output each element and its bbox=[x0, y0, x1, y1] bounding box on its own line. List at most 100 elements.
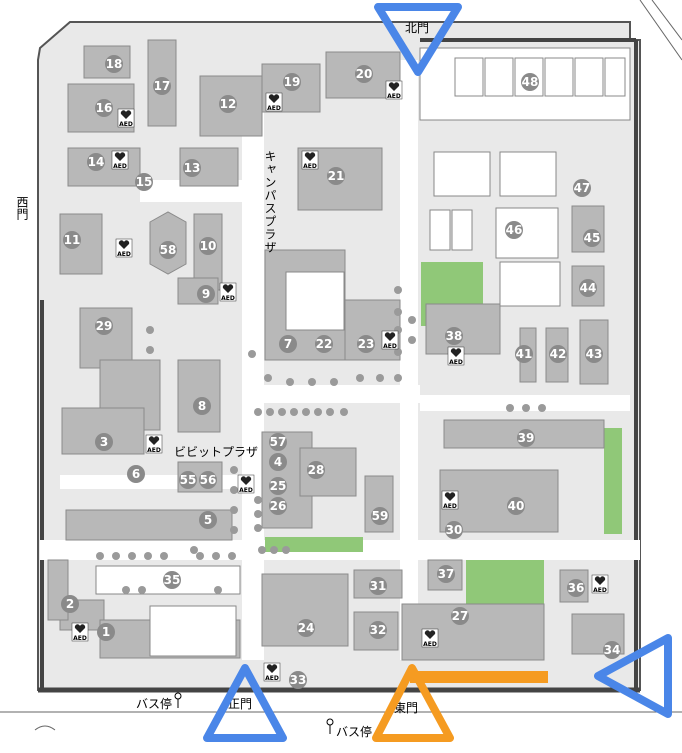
building-17[interactable]: 17 bbox=[153, 77, 171, 95]
building-27[interactable]: 27 bbox=[451, 607, 469, 625]
building-46[interactable]: 46 bbox=[505, 221, 523, 239]
building-number-label: 43 bbox=[586, 347, 603, 361]
building-40[interactable]: 40 bbox=[507, 497, 525, 515]
building-59[interactable]: 59 bbox=[371, 507, 389, 525]
east-gate-triangle-icon[interactable] bbox=[372, 664, 454, 742]
building-34[interactable]: 34 bbox=[603, 641, 621, 659]
building-13[interactable]: 13 bbox=[183, 159, 201, 177]
tree-icon bbox=[394, 286, 402, 294]
building-57[interactable]: 57 bbox=[269, 433, 287, 451]
building-number-label: 44 bbox=[580, 281, 597, 295]
building-8[interactable]: 8 bbox=[193, 397, 211, 415]
north-gate-triangle-icon[interactable] bbox=[374, 3, 462, 76]
building-5[interactable]: 5 bbox=[199, 511, 217, 529]
building-19[interactable]: 19 bbox=[283, 73, 301, 91]
building-number-label: 59 bbox=[372, 509, 389, 523]
aed-label: AED bbox=[423, 641, 437, 648]
tree-icon bbox=[144, 552, 152, 560]
building-55[interactable]: 55 bbox=[179, 471, 197, 489]
building-18[interactable]: 18 bbox=[105, 55, 123, 73]
building-39[interactable]: 39 bbox=[517, 429, 535, 447]
tree-icon bbox=[254, 524, 262, 532]
building-21[interactable]: 21 bbox=[327, 167, 345, 185]
building-4[interactable]: 4 bbox=[269, 453, 287, 471]
building-45[interactable]: 45 bbox=[583, 229, 601, 247]
building-number-label: 23 bbox=[358, 337, 375, 351]
building-23[interactable]: 23 bbox=[357, 335, 375, 353]
building-36[interactable]: 36 bbox=[567, 579, 585, 597]
building-30[interactable]: 30 bbox=[445, 521, 463, 539]
building-number-label: 16 bbox=[96, 101, 113, 115]
building-15[interactable]: 15 bbox=[135, 173, 153, 191]
building-20[interactable]: 20 bbox=[355, 65, 373, 83]
tree-icon bbox=[122, 586, 130, 594]
aed-icon: AED bbox=[145, 434, 163, 454]
tree-icon bbox=[212, 552, 220, 560]
building-58[interactable]: 58 bbox=[159, 241, 177, 259]
building-25[interactable]: 25 bbox=[269, 477, 287, 495]
building-44[interactable]: 44 bbox=[579, 279, 597, 297]
building-47[interactable]: 47 bbox=[573, 179, 591, 197]
aed-icon: AED bbox=[441, 490, 459, 510]
building-42[interactable]: 42 bbox=[549, 345, 567, 363]
building-number-circle bbox=[567, 579, 585, 597]
tree-icon bbox=[112, 552, 120, 560]
building-28[interactable]: 28 bbox=[307, 461, 325, 479]
building-10[interactable]: 10 bbox=[199, 237, 217, 255]
aed-label: AED bbox=[387, 93, 401, 100]
tree-icon bbox=[522, 404, 530, 412]
building-number-label: 48 bbox=[522, 75, 539, 89]
main-gate-triangle-icon[interactable] bbox=[203, 664, 287, 742]
building-37[interactable]: 37 bbox=[437, 565, 455, 583]
building-33[interactable]: 33 bbox=[289, 671, 307, 689]
building-56[interactable]: 56 bbox=[199, 471, 217, 489]
building-29[interactable]: 29 bbox=[95, 317, 113, 335]
building-number-circle bbox=[199, 237, 217, 255]
aed-heart-icon bbox=[114, 152, 126, 161]
tree-icon bbox=[96, 552, 104, 560]
building-7[interactable]: 7 bbox=[279, 335, 297, 353]
tree-icon bbox=[248, 350, 256, 358]
tree-icon bbox=[314, 408, 322, 416]
building-number-label: 10 bbox=[200, 239, 217, 253]
north-gate-label: 北門 bbox=[405, 21, 429, 35]
building-6[interactable]: 6 bbox=[127, 465, 145, 483]
building-1[interactable]: 1 bbox=[97, 623, 115, 641]
tree-icon bbox=[146, 326, 154, 334]
building-35[interactable]: 35 bbox=[163, 571, 181, 589]
tree-icon bbox=[190, 546, 198, 554]
aed-label: AED bbox=[303, 163, 317, 170]
building-number-label: 26 bbox=[270, 499, 287, 513]
building-31[interactable]: 31 bbox=[369, 577, 387, 595]
main-gate-label: 正門 bbox=[228, 697, 252, 711]
building-12[interactable]: 12 bbox=[219, 95, 237, 113]
building-38[interactable]: 38 bbox=[445, 327, 463, 345]
building-number-label: 46 bbox=[506, 223, 523, 237]
building-26[interactable]: 26 bbox=[269, 497, 287, 515]
building-48[interactable]: 48 bbox=[521, 73, 539, 91]
building-41[interactable]: 41 bbox=[515, 345, 533, 363]
aed-icon: AED bbox=[117, 108, 135, 128]
tree-icon bbox=[230, 506, 238, 514]
outer-road-diag2 bbox=[651, 0, 682, 41]
east-side-gate-triangle-icon[interactable] bbox=[594, 634, 672, 718]
building-9[interactable]: 9 bbox=[197, 285, 215, 303]
building-16[interactable]: 16 bbox=[95, 99, 113, 117]
building-number-circle bbox=[573, 179, 591, 197]
tree-icon bbox=[408, 336, 416, 344]
building-number-circle bbox=[199, 471, 217, 489]
building-2[interactable]: 2 bbox=[61, 595, 79, 613]
building-11[interactable]: 11 bbox=[63, 231, 81, 249]
building-number-label: 22 bbox=[316, 337, 333, 351]
aed-label: AED bbox=[73, 635, 87, 642]
building-3[interactable]: 3 bbox=[95, 433, 113, 451]
building-number-circle bbox=[585, 345, 603, 363]
tree-icon bbox=[270, 546, 278, 554]
building-43[interactable]: 43 bbox=[585, 345, 603, 363]
building-14[interactable]: 14 bbox=[87, 153, 105, 171]
tree-icon bbox=[254, 510, 262, 518]
building-22[interactable]: 22 bbox=[315, 335, 333, 353]
building-24[interactable]: 24 bbox=[297, 619, 315, 637]
building-32[interactable]: 32 bbox=[369, 621, 387, 639]
